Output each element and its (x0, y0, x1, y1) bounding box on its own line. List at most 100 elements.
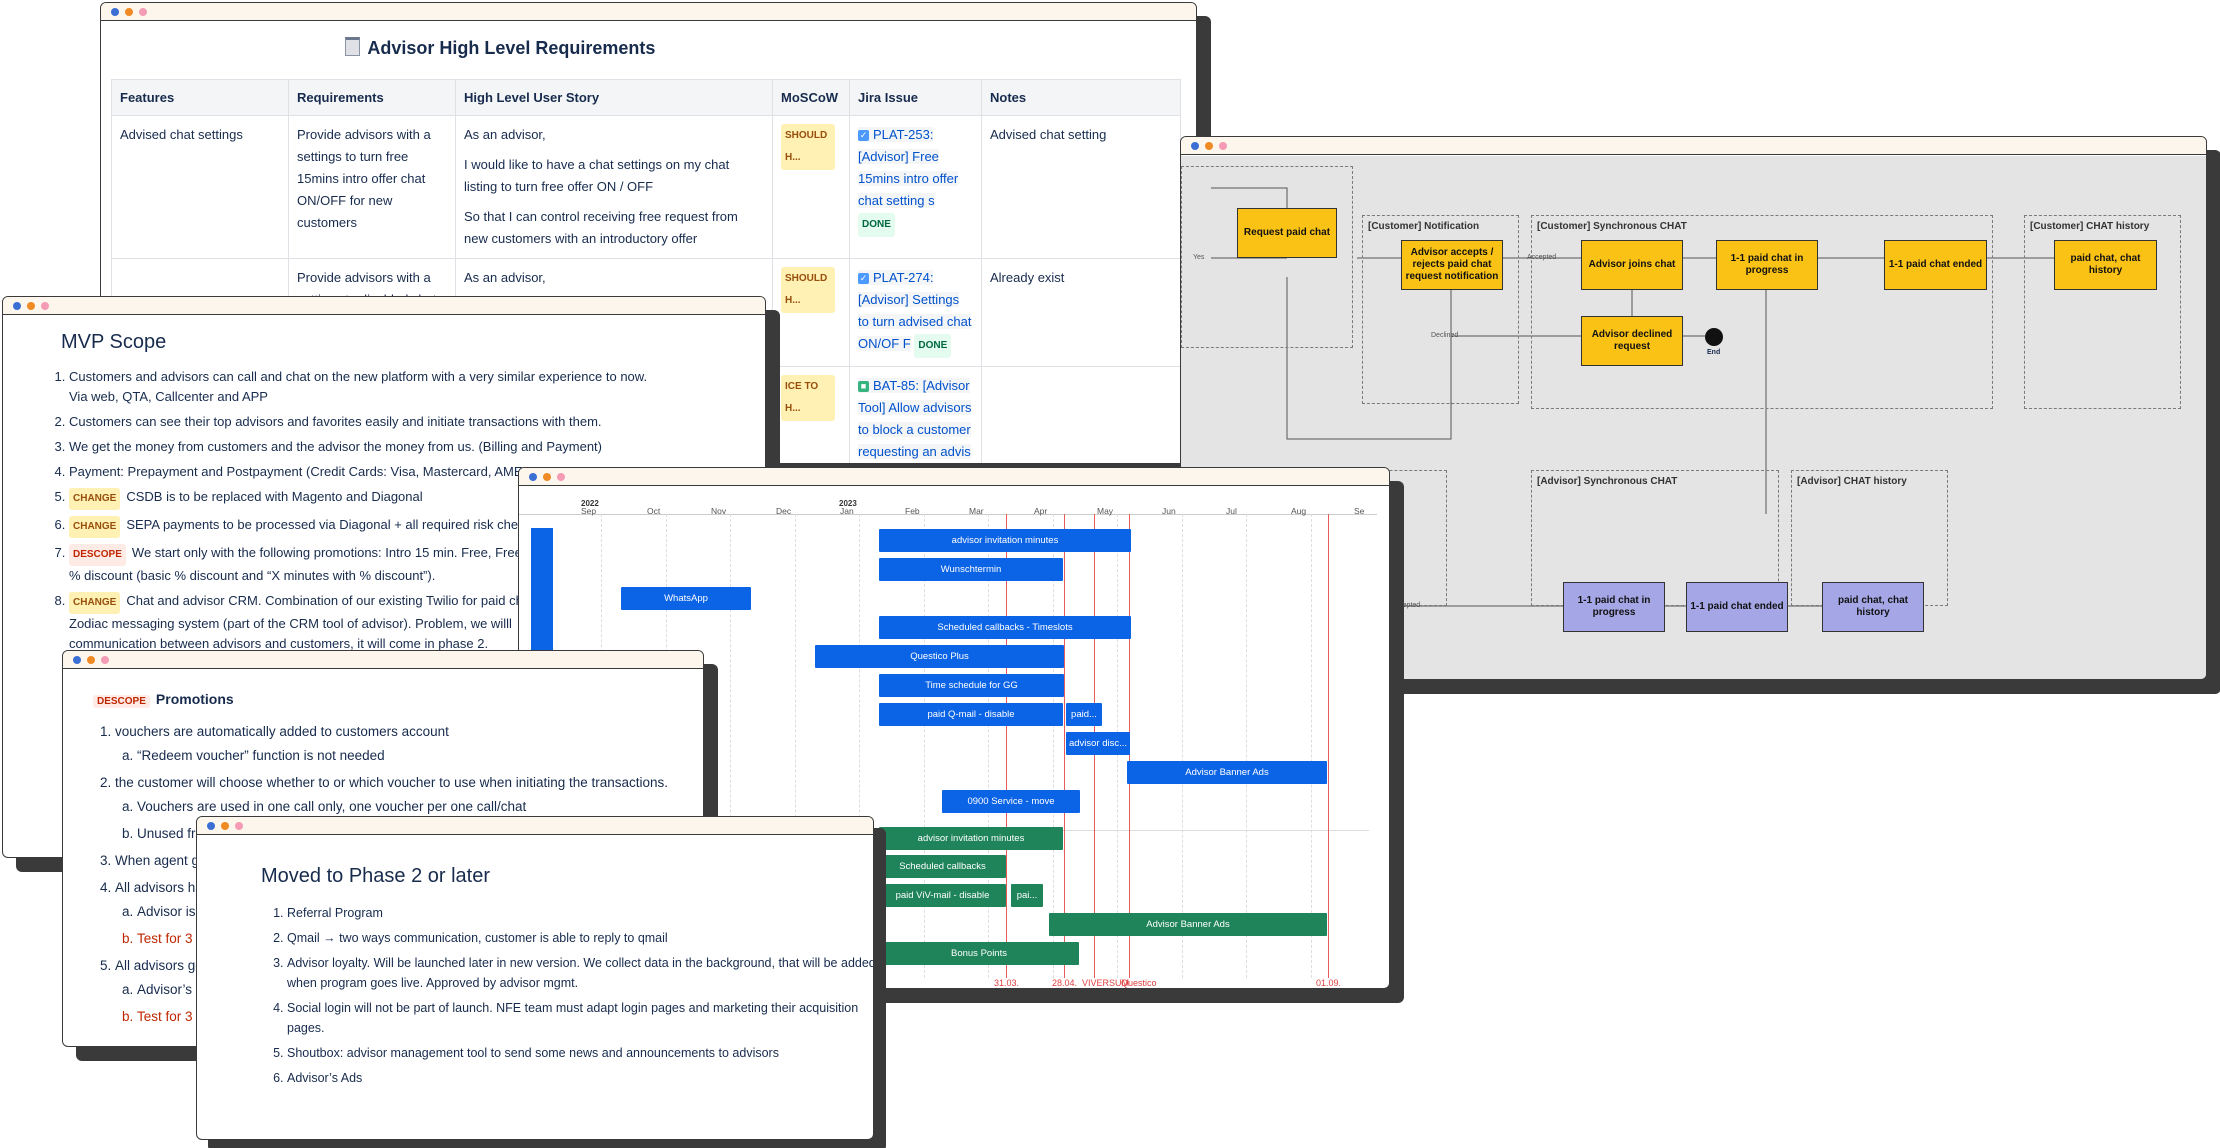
node-request-paid-chat[interactable]: Request paid chat (1237, 208, 1337, 258)
col-header-user-story[interactable]: High Level User Story (455, 79, 773, 116)
minimize-window-dot[interactable] (543, 473, 551, 481)
list-item: Unused fre (137, 823, 703, 845)
col-header-features[interactable]: Features (111, 79, 289, 116)
gantt-bar[interactable]: Advisor Banner Ads (1127, 761, 1327, 784)
connector-line (1286, 277, 1452, 440)
zone-customer-sync-chat: [Customer] Synchronous CHAT (1531, 215, 1993, 409)
minimize-window-dot[interactable] (27, 302, 35, 310)
maximize-window-dot[interactable] (139, 8, 147, 16)
col-header-jira[interactable]: Jira Issue (849, 79, 982, 116)
gantt-bar[interactable]: Scheduled callbacks - Timeslots (879, 616, 1131, 639)
node-chat-ended[interactable]: 1-1 paid chat ended (1884, 240, 1987, 290)
maximize-window-dot[interactable] (235, 822, 243, 830)
end-node-label: End (1707, 349, 1721, 356)
list-item: Test for 3 m (137, 1006, 703, 1028)
gantt-bar[interactable]: paid Q-mail - disable (879, 703, 1063, 726)
list-item: We get the money from customers and the … (69, 437, 765, 457)
minimize-window-dot[interactable] (87, 656, 95, 664)
list-item: “Redeem voucher” function is not needed (137, 745, 703, 767)
list-item: Customers and advisors can call and chat… (69, 367, 765, 407)
gantt-bar[interactable]: Bonus Points (879, 942, 1079, 965)
gantt-bar[interactable]: advisor invitation minutes (879, 827, 1063, 850)
jira-link-text[interactable]: PLAT-274: [Advisor] Settings to turn adv… (858, 270, 972, 351)
connector-line (1211, 187, 1288, 208)
col-header-requirements[interactable]: Requirements (288, 79, 456, 116)
end-node-icon (1705, 328, 1723, 346)
page-title-text: Advisor High Level Requirements (367, 38, 656, 58)
gantt-bar[interactable]: advisor disc... (1066, 732, 1130, 755)
window-titlebar (519, 468, 1389, 486)
close-window-dot[interactable] (111, 8, 119, 16)
maximize-window-dot[interactable] (41, 302, 49, 310)
node-advisor-declined[interactable]: Advisor declined request (1581, 316, 1683, 366)
node-advisor-accepts-rejects[interactable]: Advisor accepts / rejects paid chat requ… (1401, 240, 1503, 290)
close-window-dot[interactable] (1191, 142, 1199, 150)
window-titlebar (63, 651, 703, 669)
gantt-bar[interactable]: advisor invitation minutes (879, 529, 1131, 552)
moscow-cell: ICE TO H... (772, 366, 850, 463)
node-advisor-chat-ended[interactable]: 1-1 paid chat ended (1686, 582, 1788, 632)
gantt-bar[interactable]: 0900 Service - move (942, 790, 1080, 813)
node-chat-history[interactable]: paid chat, chat history (2054, 240, 2157, 290)
diagram-canvas[interactable]: [Customer] Notification [Customer] Synch… (1181, 156, 2206, 679)
close-window-dot[interactable] (73, 656, 81, 664)
jira-cell: ✓PLAT-274: [Advisor] Settings to turn ad… (849, 258, 982, 367)
maximize-window-dot[interactable] (557, 473, 565, 481)
jira-link-text[interactable]: PLAT-253: [Advisor] Free 15mins intro of… (858, 127, 959, 208)
node-advisor-chat-history[interactable]: paid chat, chat history (1822, 582, 1924, 632)
minimize-window-dot[interactable] (221, 822, 229, 830)
gantt-bar[interactable]: Time schedule for GG (879, 674, 1064, 697)
phase2-title: Moved to Phase 2 or later (261, 865, 491, 887)
timeline-canvas: 2022 2023 Sep Oct Nov Dec Jan Feb Mar Ap… (519, 487, 1389, 988)
close-window-dot[interactable] (13, 302, 21, 310)
mvp-list: Customers and advisors can call and chat… (47, 367, 765, 659)
list-item: Social login will not be part of launch.… (287, 998, 873, 1038)
feature-cell: Advised chat settings (111, 115, 289, 259)
user-story-cell: As an advisor, I would like to have a ch… (455, 115, 773, 259)
jira-link[interactable]: ✓PLAT-253: [Advisor] Free 15mins intro o… (858, 127, 959, 208)
zone-customer-chat-history: [Customer] CHAT history (2024, 215, 2181, 409)
month-label: May (1097, 506, 1114, 516)
node-advisor-chat-in-progress[interactable]: 1-1 paid chat in progress (1563, 582, 1665, 632)
maximize-window-dot[interactable] (1219, 142, 1227, 150)
phase2-window: Moved to Phase 2 or later Referral Progr… (196, 816, 874, 1140)
minimize-window-dot[interactable] (125, 8, 133, 16)
edge-label-declined: Declined (1431, 332, 1459, 339)
maximize-window-dot[interactable] (101, 656, 109, 664)
gantt-bar[interactable]: paid ViV-mail - disable (879, 884, 1006, 907)
col-header-moscow[interactable]: MoSCoW (772, 79, 850, 116)
edge-label-yes: Yes (1193, 254, 1205, 261)
gantt-bar[interactable]: Scheduled callbacks (879, 855, 1006, 878)
jira-status-badge: DONE (914, 334, 952, 358)
gantt-bar[interactable]: Wunschtermin (879, 558, 1063, 581)
status-badge: CHANGE (69, 592, 121, 614)
close-window-dot[interactable] (529, 473, 537, 481)
gantt-bar[interactable]: pai... (1011, 884, 1043, 907)
col-header-notes[interactable]: Notes (981, 79, 1181, 116)
node-advisor-joins-chat[interactable]: Advisor joins chat (1581, 240, 1683, 290)
gantt-bar[interactable]: paid... (1066, 703, 1102, 726)
status-badge: DESCOPE (69, 544, 126, 566)
year-label: 2023 (839, 499, 857, 508)
minimize-window-dot[interactable] (1205, 142, 1213, 150)
moscow-badge: SHOULD H... (781, 267, 835, 313)
list-item: Customers can see their top advisors and… (69, 412, 765, 432)
jira-link-text[interactable]: BAT-85: [Advisor Tool] Allow advisors to… (858, 378, 972, 459)
list-item: the customer will choose whether to or w… (115, 772, 703, 845)
gantt-bar[interactable]: Questico Plus (815, 645, 1064, 668)
close-window-dot[interactable] (207, 822, 215, 830)
jira-link[interactable]: ■BAT-85: [Advisor Tool] Allow advisors t… (858, 378, 972, 459)
list-item: Advisor is p (137, 901, 703, 923)
gantt-bar[interactable]: WhatsApp (621, 587, 751, 610)
story-line: I would like to have a chat settings on … (464, 157, 730, 194)
node-chat-in-progress[interactable]: 1-1 paid chat in progress (1716, 240, 1818, 290)
gantt-bar[interactable]: Advisor Banner Ads (1049, 913, 1327, 936)
story-line: As an advisor, (464, 270, 546, 285)
timeline-header-divider (519, 514, 1377, 515)
window-titlebar (101, 3, 1196, 21)
list-item: Advisor loyalty. Will be launched later … (287, 953, 873, 993)
notepad-icon (345, 37, 360, 56)
